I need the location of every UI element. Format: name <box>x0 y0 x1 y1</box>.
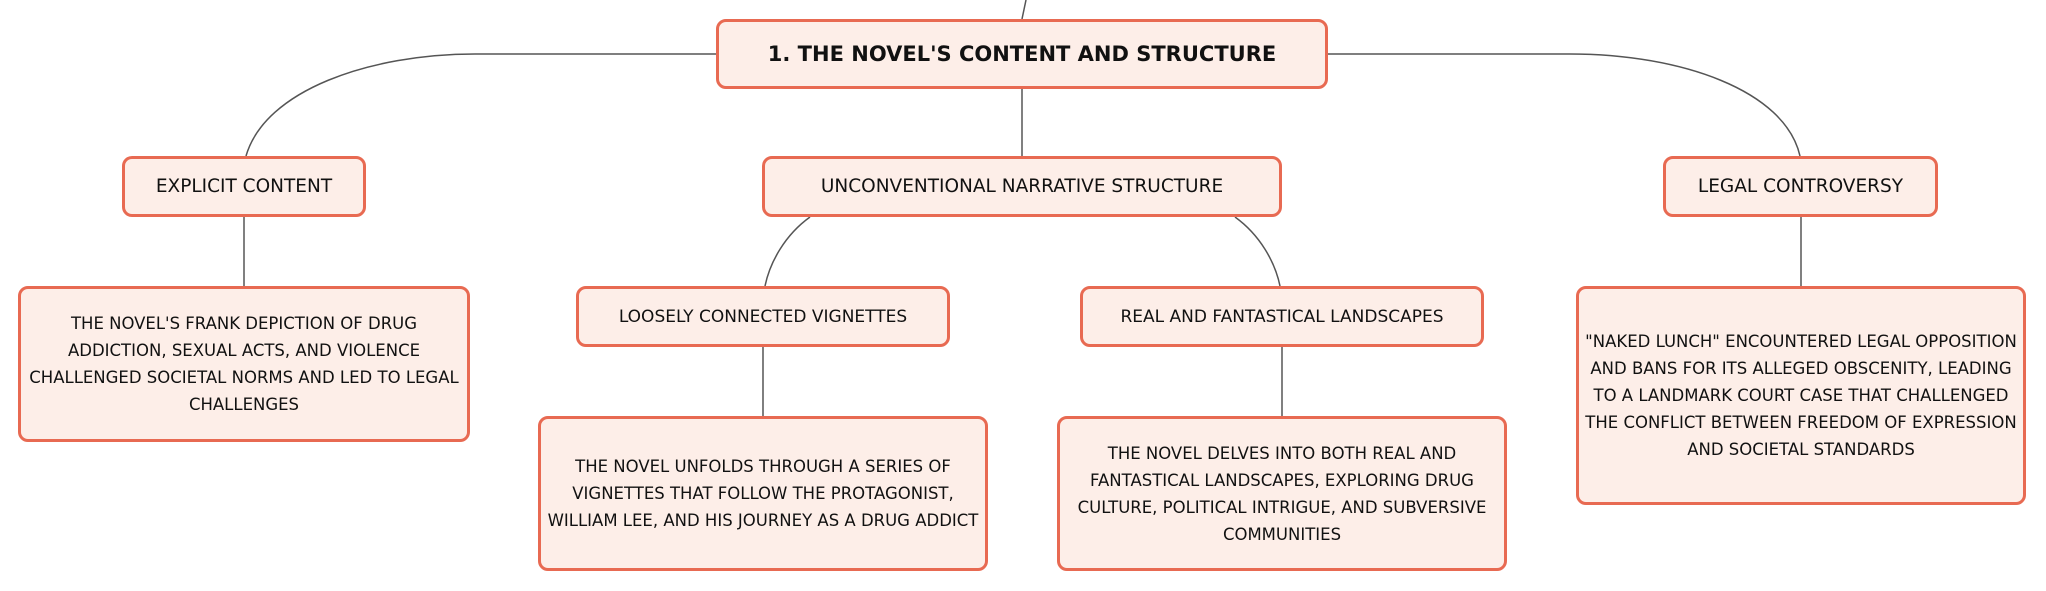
detail-landscapes[interactable]: THE NOVEL DELVES INTO BOTH REAL AND FANT… <box>1057 416 1507 571</box>
subtopic-label: LOOSELY CONNECTED VIGNETTES <box>618 306 908 327</box>
topic-explicit-content[interactable]: EXPLICIT CONTENT <box>122 156 366 217</box>
connector-parent-to-root <box>1021 0 1027 20</box>
subtopic-vignettes[interactable]: LOOSELY CONNECTED VIGNETTES <box>576 286 950 347</box>
detail-text: THE NOVEL UNFOLDS THROUGH A SERIES OF VI… <box>547 457 979 530</box>
topic-label: UNCONVENTIONAL NARRATIVE STRUCTURE <box>820 176 1224 197</box>
topic-legal-controversy[interactable]: LEGAL CONTROVERSY <box>1663 156 1938 217</box>
topic-label: EXPLICIT CONTENT <box>155 176 333 197</box>
detail-vignettes[interactable]: THE NOVEL UNFOLDS THROUGH A SERIES OF VI… <box>538 416 988 571</box>
detail-text: THE NOVEL DELVES INTO BOTH REAL AND FANT… <box>1077 443 1487 544</box>
detail-text: THE NOVEL'S FRANK DEPICTION OF DRUG ADDI… <box>29 314 459 414</box>
connector-narrative-to-landscapes <box>1234 216 1281 287</box>
topic-narrative-structure[interactable]: UNCONVENTIONAL NARRATIVE STRUCTURE <box>762 156 1282 217</box>
detail-text: "NAKED LUNCH" ENCOUNTERED LEGAL OPPOSITI… <box>1585 332 2017 459</box>
detail-legal-controversy[interactable]: "NAKED LUNCH" ENCOUNTERED LEGAL OPPOSITI… <box>1576 286 2026 505</box>
subtopic-landscapes[interactable]: REAL AND FANTASTICAL LANDSCAPES <box>1080 286 1484 347</box>
detail-explicit-content[interactable]: THE NOVEL'S FRANK DEPICTION OF DRUG ADDI… <box>18 286 470 442</box>
connector-root-to-legal <box>1328 53 1801 157</box>
root-node-label: 1. THE NOVEL'S CONTENT AND STRUCTURE <box>767 42 1277 66</box>
root-node[interactable]: 1. THE NOVEL'S CONTENT AND STRUCTURE <box>716 19 1328 89</box>
connector-root-to-explicit <box>245 53 716 157</box>
connector-narrative-to-vignettes <box>764 216 811 287</box>
topic-label: LEGAL CONTROVERSY <box>1697 176 1904 197</box>
subtopic-label: REAL AND FANTASTICAL LANDSCAPES <box>1120 306 1444 327</box>
